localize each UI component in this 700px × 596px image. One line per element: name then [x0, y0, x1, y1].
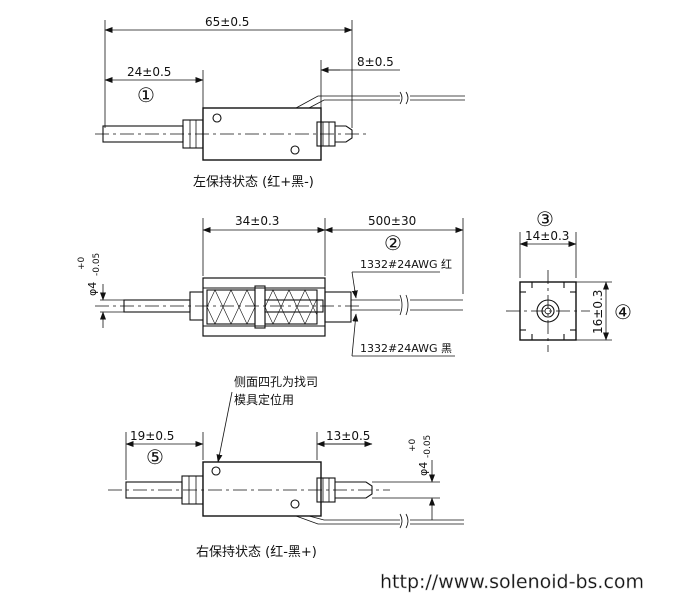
tol-upper-section: +0	[77, 256, 87, 270]
dim-19: 19±0.5	[130, 429, 174, 443]
left-hold-view: 65±0.5 24±0.5 ① 8±0.5 左保持状态 (红+黑-)	[95, 15, 465, 190]
dim-13: 13±0.5	[326, 429, 370, 443]
note-line-2: 模具定位用	[234, 392, 294, 407]
dim-14: 14±0.3	[525, 229, 569, 243]
note-line-1: 侧面四孔为找司	[234, 375, 318, 389]
tol-lower-section: -0.05	[92, 253, 102, 276]
marker-3: ③	[536, 207, 554, 231]
tol-upper-right: +0	[408, 438, 418, 452]
end-view: ③ 14±0.3 16±0.3 ④	[506, 207, 632, 352]
dim-8: 8±0.5	[357, 55, 394, 69]
section-view: 34±0.3 500±30 ② φ4 +0 -0.05	[77, 214, 464, 357]
wire-black-label: 1332#24AWG 黑	[360, 342, 452, 355]
dim-34: 34±0.3	[235, 214, 279, 228]
watermark-url: http://www.solenoid-bs.com	[380, 571, 644, 593]
caption-left-hold: 左保持状态 (红+黑-)	[193, 174, 314, 190]
tol-lower-right: -0.05	[423, 435, 433, 458]
wire-red-label: 1332#24AWG 红	[360, 258, 452, 271]
right-hold-view: 侧面四孔为找司 模具定位用 19±0.5 ⑤ 13±0.5 φ4	[108, 375, 464, 560]
caption-right-hold: 右保持状态 (红-黑+)	[196, 544, 317, 560]
dim-500: 500±30	[368, 214, 416, 228]
dim-16: 16±0.3	[591, 290, 605, 334]
marker-1: ①	[137, 83, 155, 107]
dia-section: φ4	[86, 282, 99, 296]
marker-5: ⑤	[146, 445, 164, 469]
dia-right: φ4	[417, 462, 430, 476]
marker-4: ④	[614, 300, 632, 324]
dim-65: 65±0.5	[205, 15, 249, 29]
marker-2: ②	[384, 231, 402, 255]
dim-24: 24±0.5	[127, 65, 171, 79]
